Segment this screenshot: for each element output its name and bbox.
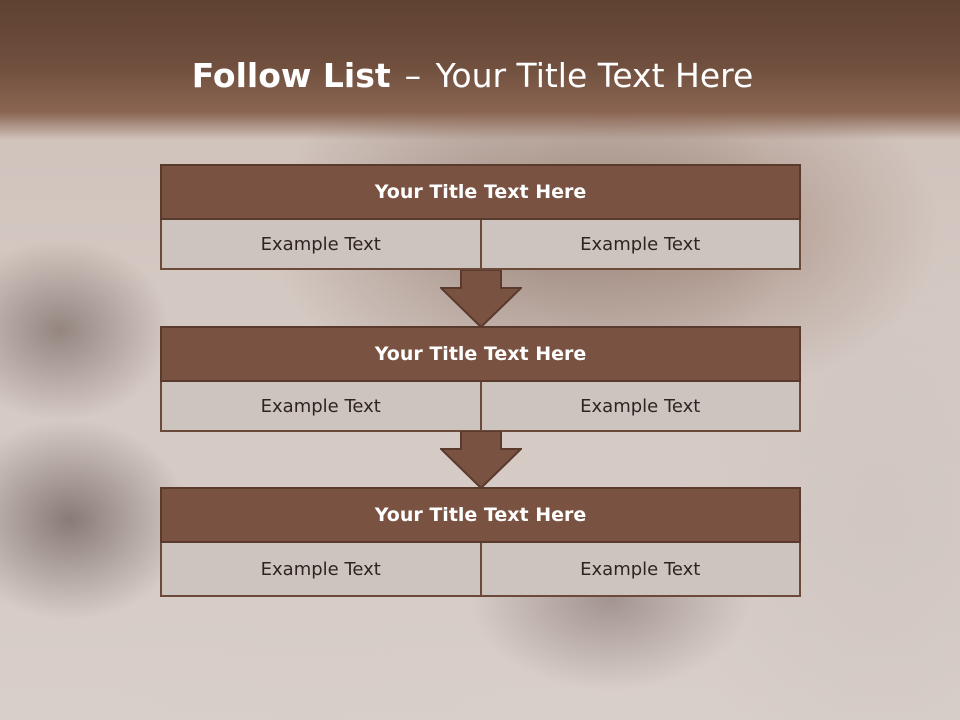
list-block-2: Your Title Text Here Example Text Exampl… — [160, 326, 801, 432]
block-cell-left: Example Text — [160, 382, 482, 432]
slide-title: Follow List– Your Title Text Here — [0, 52, 945, 100]
block-cell-left: Example Text — [160, 543, 482, 597]
title-bold: Follow List — [191, 56, 391, 95]
list-block-1: Your Title Text Here Example Text Exampl… — [160, 164, 801, 270]
title-dash: – — [404, 56, 422, 95]
block-title: Your Title Text Here — [160, 487, 801, 543]
block-title: Your Title Text Here — [160, 164, 801, 220]
block-row: Example Text Example Text — [160, 543, 801, 597]
title-rest: Your Title Text Here — [435, 56, 754, 95]
block-cell-right: Example Text — [481, 543, 801, 597]
block-row: Example Text Example Text — [160, 382, 801, 432]
block-cell-left: Example Text — [160, 220, 482, 270]
block-title: Your Title Text Here — [160, 326, 801, 382]
block-row: Example Text Example Text — [160, 220, 801, 270]
down-arrow-icon — [440, 270, 522, 328]
list-block-3: Your Title Text Here Example Text Exampl… — [160, 487, 801, 597]
block-cell-right: Example Text — [481, 382, 801, 432]
header-band — [0, 0, 960, 140]
down-arrow-icon — [440, 431, 522, 489]
block-cell-right: Example Text — [481, 220, 801, 270]
